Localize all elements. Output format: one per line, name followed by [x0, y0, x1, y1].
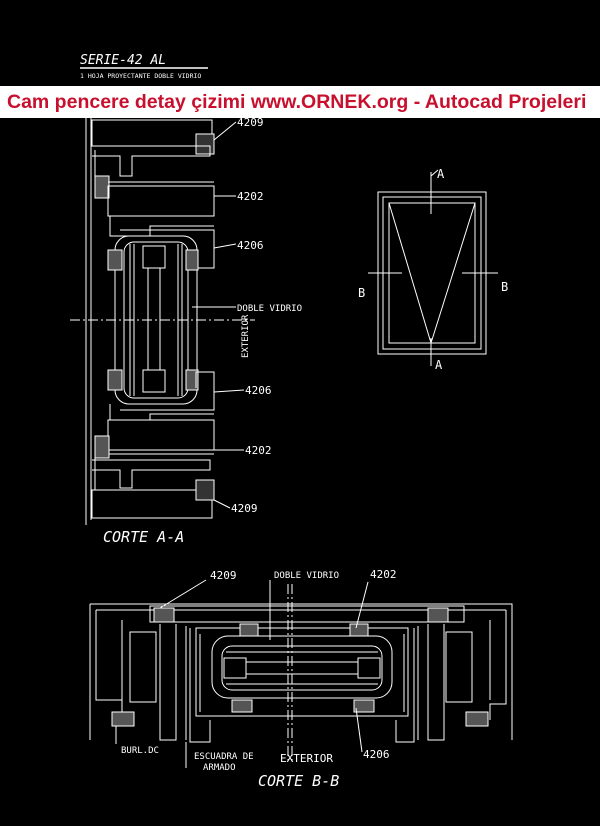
bb-label-burl-dc: BURL.DC [121, 746, 159, 756]
bb-label-armado: ARMADO [203, 763, 236, 773]
bb-label-escuadra-de: ESCUADRA DE [194, 752, 254, 762]
drawing-subtitle: 1 HOJA PROYECTANTE DOBLE VIDRIO [80, 72, 201, 80]
bb-label-4209: 4209 [210, 569, 237, 582]
elevation-marker-b-right: B [501, 280, 508, 294]
elevation-drawing [368, 169, 498, 366]
section-aa-title: CORTE A-A [103, 528, 184, 546]
elevation-marker-b-left: B [358, 286, 365, 300]
drawing-title: SERIE-42 AL [80, 53, 166, 68]
section-aa-drawing [70, 118, 255, 525]
aa-label-4206-top: 4206 [237, 239, 264, 252]
bb-label-4206: 4206 [363, 748, 390, 761]
bb-label-4202: 4202 [370, 568, 397, 581]
aa-label-4209-top: 4209 [237, 116, 264, 129]
aa-label-4206-bottom: 4206 [245, 384, 272, 397]
elevation-marker-a-top: A [437, 167, 445, 181]
bb-label-exterior: EXTERIOR [280, 752, 333, 765]
section-bb-drawing [89, 579, 513, 768]
section-bb-title: CORTE B-B [258, 772, 339, 790]
watermark-banner: Cam pencere detay çizimi www.ORNEK.org -… [0, 86, 600, 118]
aa-label-4202-bottom: 4202 [245, 444, 272, 457]
aa-label-4209-bottom: 4209 [231, 502, 258, 515]
elevation-marker-a-bottom: A [435, 358, 443, 372]
aa-label-4202-top: 4202 [237, 190, 264, 203]
aa-label-exterior: EXTERIOR [241, 314, 251, 358]
bb-label-doble-vidrio: DOBLE VIDRIO [274, 571, 339, 581]
aa-label-doble-vidrio: DOBLE VIDRIO [237, 304, 302, 314]
